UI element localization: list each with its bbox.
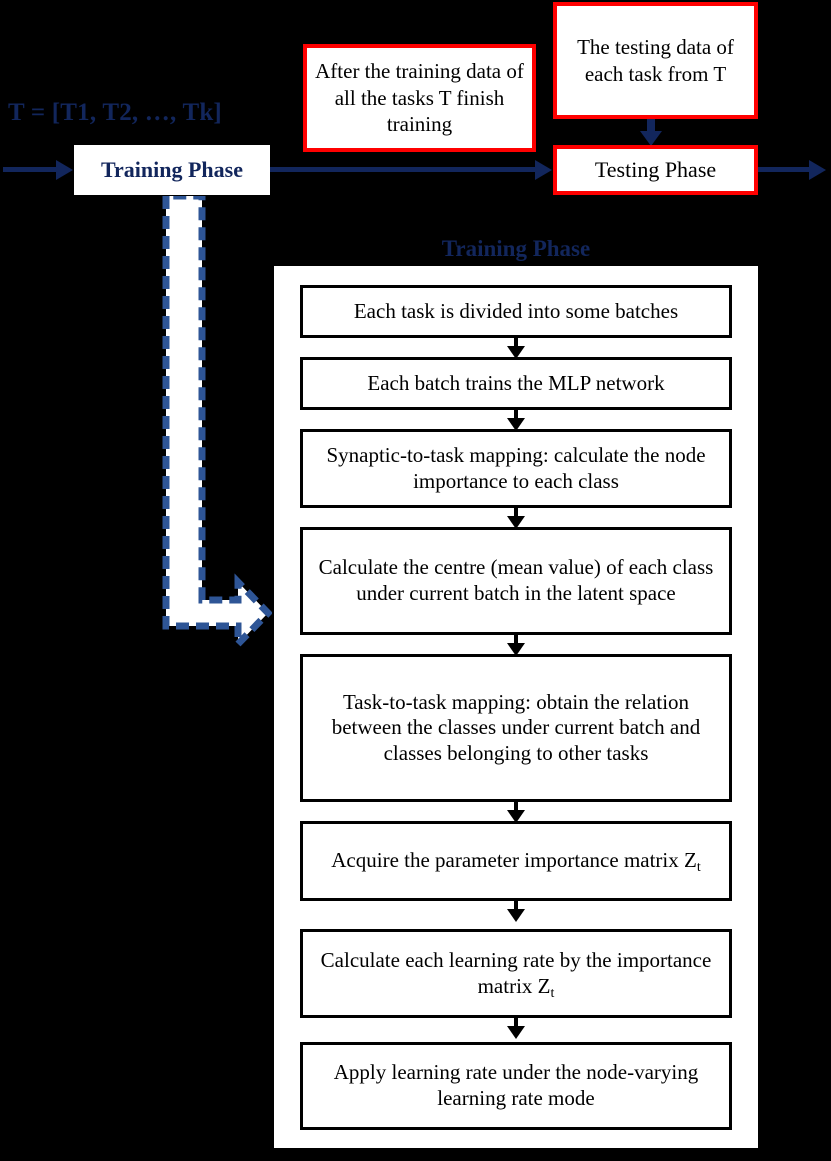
connector-3-line: [514, 508, 518, 521]
dashed-elbow-arrow-icon: [162, 196, 272, 653]
flow-step-1[interactable]: Each task is divided into some batches: [300, 285, 732, 338]
flow-step-4[interactable]: Calculate the centre (mean value) of eac…: [300, 527, 732, 635]
task-list-label: T = [T1, T2, …, Tk]: [8, 99, 222, 126]
flow-step-7-label: Calculate each learning rate by the impo…: [320, 947, 712, 1001]
flow-step-2[interactable]: Each batch trains the MLP network: [300, 357, 732, 410]
testing-data-note-box: The testing data of each task from T: [553, 2, 758, 119]
connector-6-head-icon: [507, 909, 525, 922]
testing-phase-box[interactable]: Testing Phase: [553, 145, 758, 195]
connector-2-line: [514, 410, 518, 423]
connector-4-head-icon: [507, 643, 525, 656]
connector-2-head-icon: [507, 418, 525, 431]
connector-1-head-icon: [507, 346, 525, 359]
arrow-testdata-to-testing-head-icon: [640, 131, 662, 146]
connector-7-head-icon: [507, 1026, 525, 1039]
after-training-note-box: After the training data of all the tasks…: [303, 44, 536, 152]
flow-step-6-label: Acquire the parameter importance matrix …: [331, 848, 701, 876]
flow-step-6-subscript: t: [696, 860, 701, 876]
training-phase-box[interactable]: Training Phase: [74, 145, 270, 195]
arrow-output-line: [758, 167, 810, 172]
flow-step-7-subscript: t: [550, 985, 555, 1001]
arrow-input-head-icon: [56, 160, 73, 180]
flow-step-3[interactable]: Synaptic-to-task mapping: calculate the …: [300, 429, 732, 508]
flow-step-7[interactable]: Calculate each learning rate by the impo…: [300, 929, 732, 1018]
arrow-input-line: [3, 167, 57, 172]
flow-step-8[interactable]: Apply learning rate under the node-varyi…: [300, 1042, 732, 1130]
connector-7-line: [514, 1018, 518, 1031]
connector-5-line: [514, 802, 518, 815]
arrow-training-to-testing-head-icon: [535, 160, 552, 180]
connector-1-line: [514, 338, 518, 351]
arrow-output-head-icon: [809, 160, 826, 180]
connector-4-line: [514, 635, 518, 648]
connector-3-head-icon: [507, 516, 525, 529]
connector-5-head-icon: [507, 810, 525, 823]
section-title: Training Phase: [441, 236, 591, 261]
flow-step-5[interactable]: Task-to-task mapping: obtain the relatio…: [300, 654, 732, 802]
connector-6-line: [514, 901, 518, 914]
arrow-testdata-to-testing-line: [647, 118, 655, 136]
flow-step-6[interactable]: Acquire the parameter importance matrix …: [300, 821, 732, 901]
arrow-training-to-testing-line: [268, 167, 536, 172]
